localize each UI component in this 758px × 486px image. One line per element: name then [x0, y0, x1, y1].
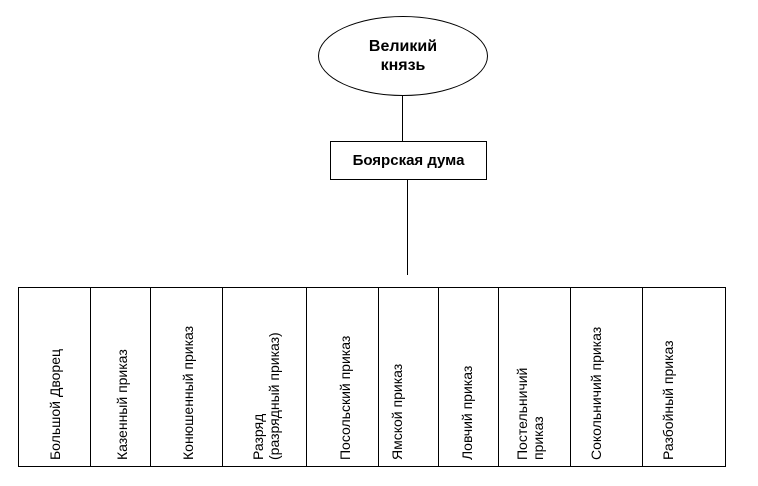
- prikaz-cell: Разбойный приказ: [643, 288, 725, 466]
- prikaz-label-svg: Сокольничий приказ: [588, 327, 604, 460]
- prikaz-cell: Постельничий приказ: [499, 288, 571, 466]
- boyar-duma-node: Боярская дума: [330, 141, 487, 180]
- prikaz-label-svg: Казенный приказ: [114, 349, 130, 460]
- prikaz-cell: Ловчий приказ: [439, 288, 499, 466]
- prikaz-cell: Посольский приказ: [307, 288, 379, 466]
- prikaz-label-line2: приказ: [530, 416, 546, 460]
- prikaz-label: Ловчий приказ: [459, 366, 475, 460]
- prikaz-cell: Большой Дворец: [19, 288, 91, 466]
- grand-prince-node: Великий князь: [318, 16, 488, 96]
- prikaz-label-svg: Разряд (разрядный приказ): [250, 332, 282, 460]
- prikaz-label: Большой Дворец: [47, 349, 63, 460]
- prikaz-label-svg: Посольский приказ: [337, 336, 353, 460]
- prikaz-label: Казенный приказ: [114, 349, 130, 460]
- prikaz-label: Посольский приказ: [337, 336, 353, 460]
- prikaz-cell: Казенный приказ: [91, 288, 151, 466]
- prikaz-label-svg: Ловчий приказ: [459, 366, 475, 460]
- prikaz-cell: Разряд (разрядный приказ): [223, 288, 307, 466]
- prikaz-label: Разбойный приказ: [660, 340, 676, 460]
- prikaz-label: Конюшенный приказ: [180, 326, 196, 460]
- prikaz-label-line1: Разряд: [250, 414, 266, 460]
- prikaz-label-svg: Ямской приказ: [389, 364, 405, 460]
- prikaz-label-line2: (разрядный приказ): [266, 332, 282, 460]
- prikaz-cell: Конюшенный приказ: [151, 288, 223, 466]
- prikaz-cell: Сокольничий приказ: [571, 288, 643, 466]
- prikaz-label-line1: Постельничий: [514, 368, 530, 460]
- connector-duma-prikazy: [407, 180, 408, 275]
- grand-prince-label-line1: Великий: [368, 38, 438, 55]
- prikaz-label: Ямской приказ: [389, 364, 405, 460]
- prikaz-label-svg: Большой Дворец: [47, 349, 63, 460]
- boyar-duma-label: Боярская дума: [352, 152, 465, 169]
- prikaz-label-svg: Постельничий приказ: [514, 368, 546, 460]
- prikaz-label: Сокольничий приказ: [588, 327, 604, 460]
- prikaz-label-svg: Разбойный приказ: [660, 340, 676, 460]
- prikazy-table: Большой Дворец Казенный приказ Конюшенны…: [18, 287, 726, 467]
- connector-prince-duma: [402, 96, 403, 141]
- prikaz-cell: Ямской приказ: [379, 288, 439, 466]
- grand-prince-label-line2: князь: [380, 57, 426, 74]
- prikaz-label-svg: Конюшенный приказ: [180, 326, 196, 460]
